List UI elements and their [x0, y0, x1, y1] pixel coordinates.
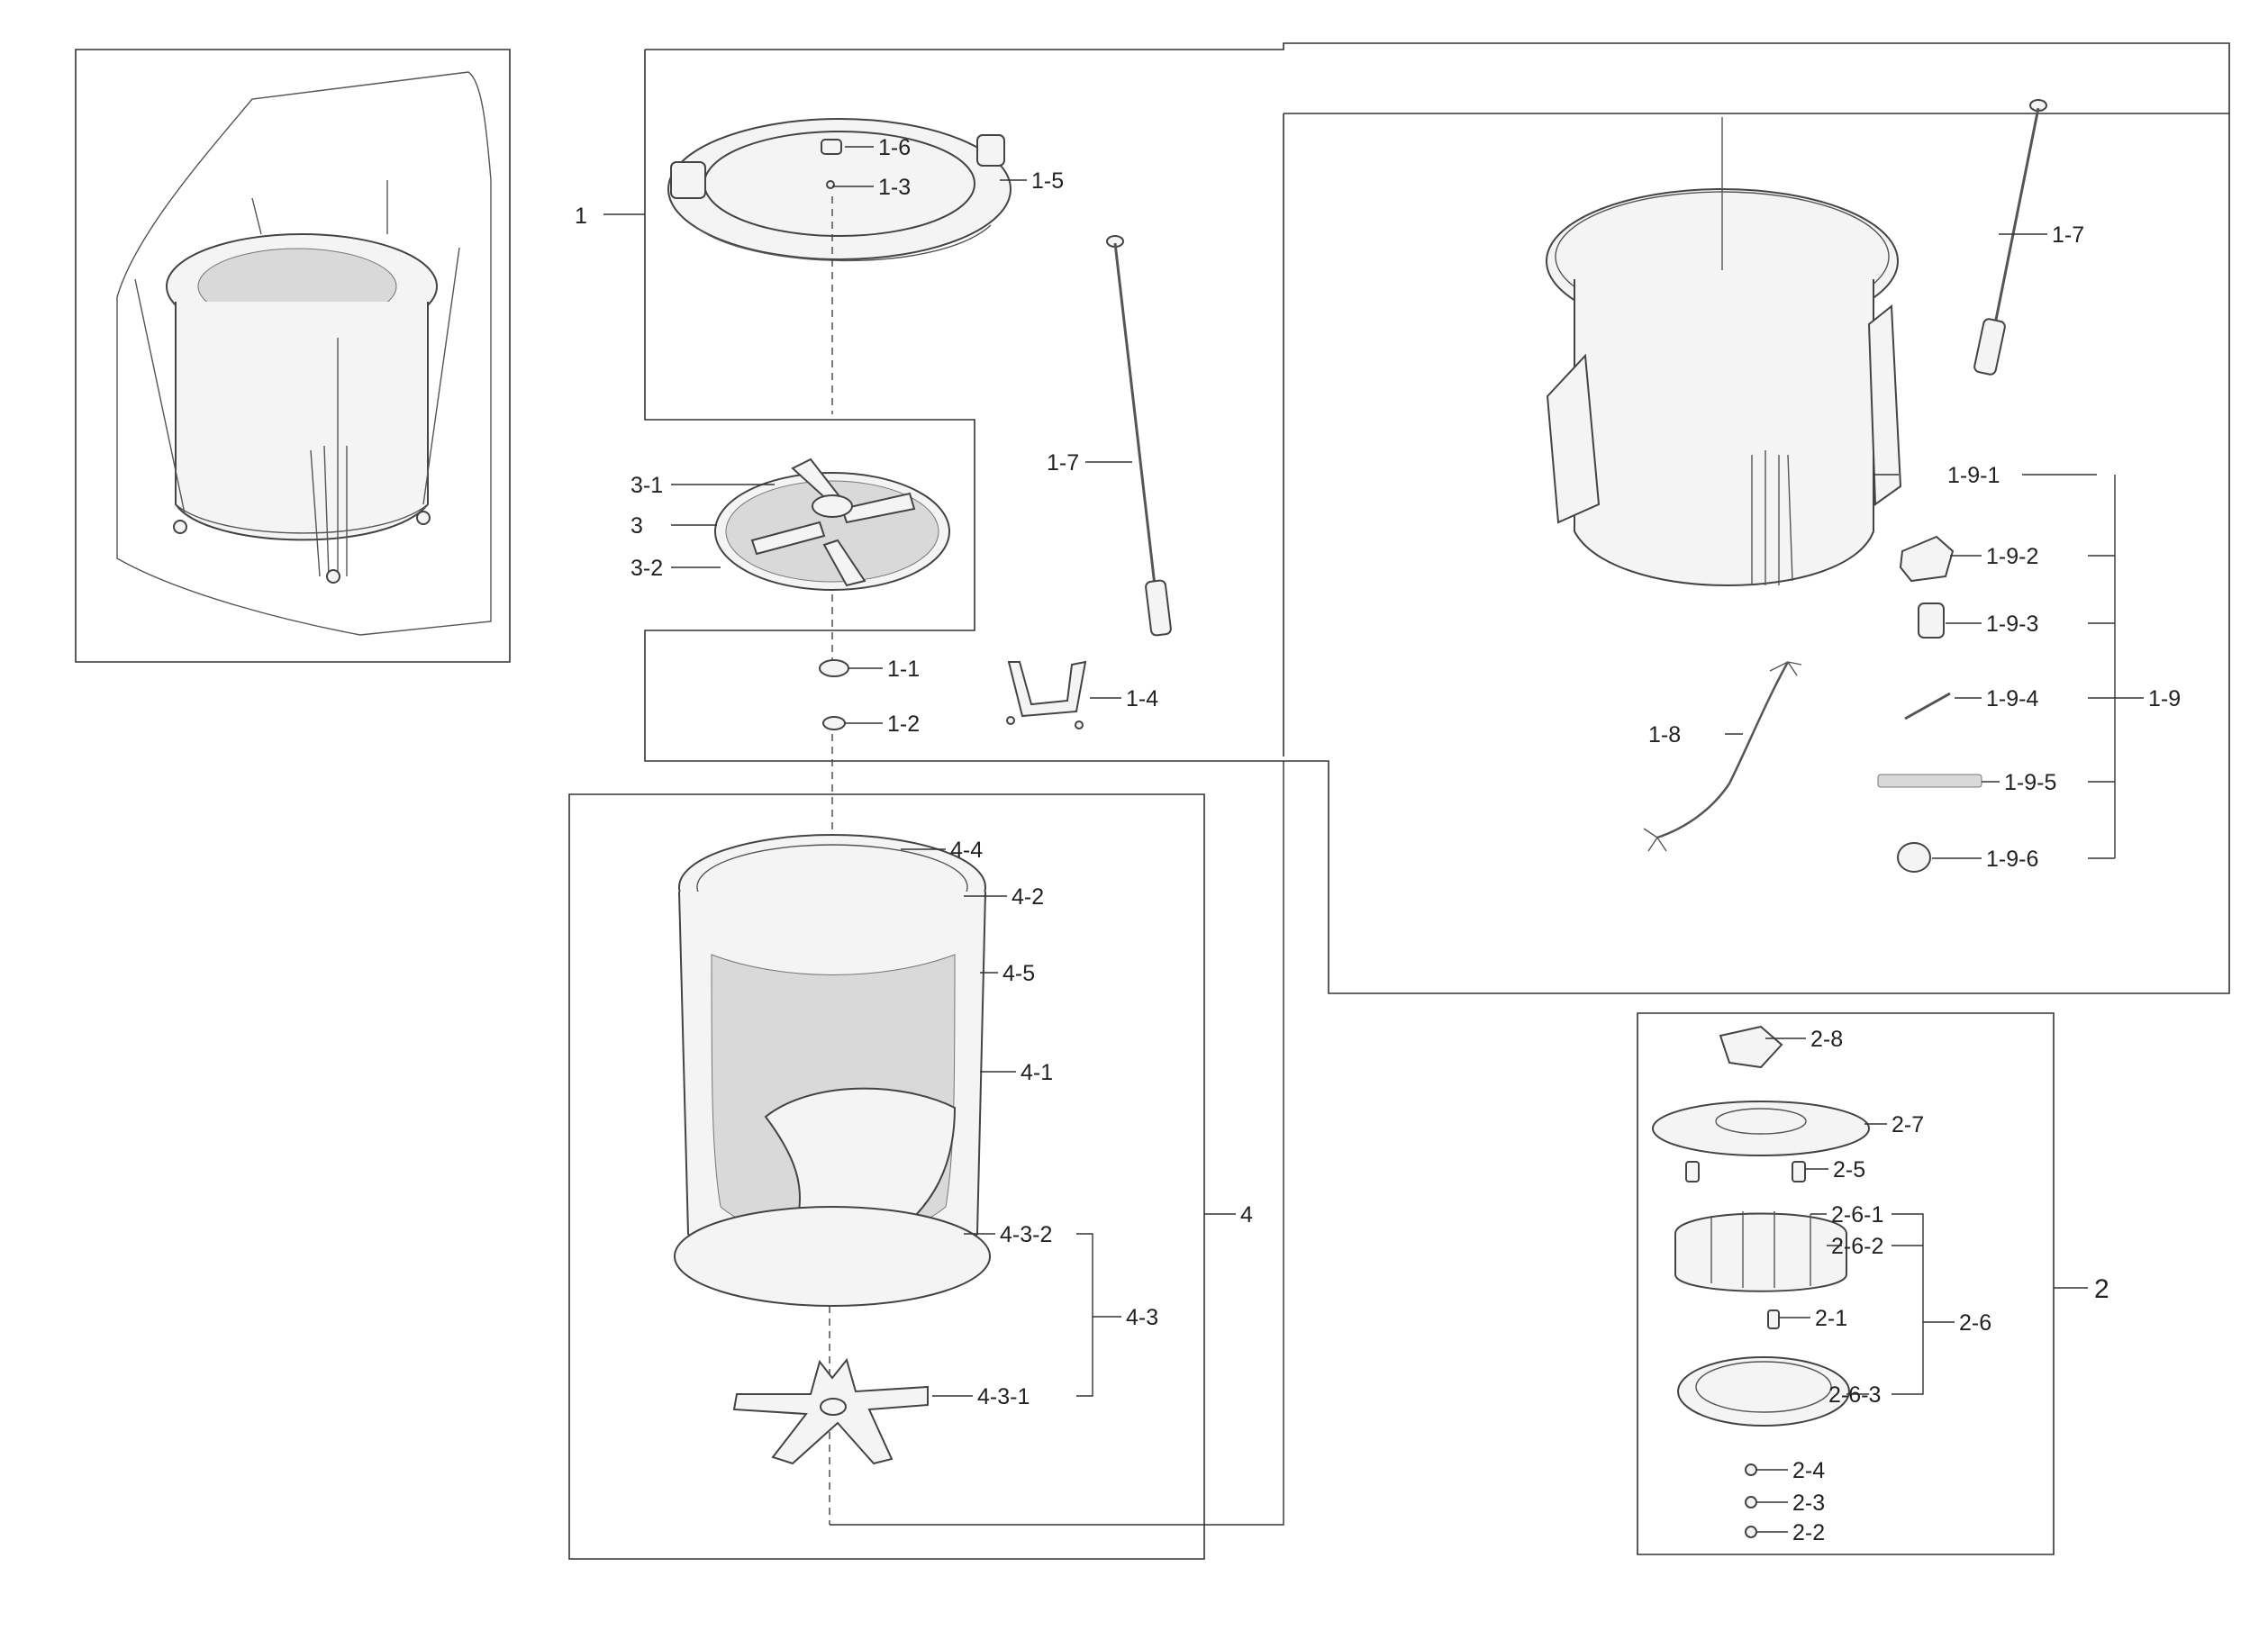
outer-tub-icon: [1546, 117, 1902, 586]
filter-strip-icon: [1877, 774, 1982, 788]
stator-icon: [1674, 1212, 1847, 1292]
label-3-1: 3-1: [631, 473, 663, 498]
label-1-9-3: 1-9-3: [1986, 612, 2038, 637]
valve-icon: [1899, 535, 1955, 583]
label-2-6: 2-6: [1959, 1310, 1991, 1336]
label-1-9-4: 1-9-4: [1986, 686, 2038, 711]
label-1-2: 1-2: [887, 711, 920, 737]
suspension-rod-icon-right: [1973, 99, 2047, 376]
rotor-icon: [1677, 1356, 1850, 1427]
washer-icon: [822, 716, 846, 730]
group-2-outline: [1637, 1012, 2055, 1555]
label-2-6-1: 2-6-1: [1831, 1202, 1883, 1228]
label-2: 2: [2094, 1274, 2109, 1304]
wire-harness-icon: [1643, 661, 1802, 852]
label-2-6-2: 2-6-2: [1831, 1234, 1883, 1259]
label-1-9-1: 1-9-1: [1947, 463, 2000, 488]
label-1-6: 1-6: [878, 135, 911, 160]
label-1-7-right: 1-7: [2052, 222, 2084, 248]
label-4-1: 4-1: [1021, 1060, 1053, 1085]
label-4-5: 4-5: [1002, 961, 1035, 986]
label-1-1: 1-1: [887, 657, 920, 682]
spin-flange-icon: [732, 1357, 929, 1465]
label-2-2: 2-2: [1792, 1520, 1825, 1545]
label-4-2: 4-2: [1012, 884, 1044, 910]
suspension-rod-icon: [1106, 235, 1172, 637]
cap-icon: [1897, 842, 1931, 873]
motor-assembly-icon: [1652, 1025, 1870, 1538]
label-4-3-2: 4-3-2: [1000, 1222, 1052, 1247]
label-2-8: 2-8: [1810, 1027, 1843, 1052]
tub-cover-icon: [667, 118, 1012, 262]
label-1-3: 1-3: [878, 175, 911, 200]
inner-basket-icon: [674, 834, 991, 1307]
washer-overview-icon: [116, 71, 492, 636]
label-2-4: 2-4: [1792, 1458, 1825, 1483]
label-2-3: 2-3: [1792, 1490, 1825, 1516]
label-1-9: 1-9: [2148, 686, 2181, 711]
bolt-icon: [1685, 1161, 1700, 1182]
label-3: 3: [631, 513, 643, 539]
label-1-9-6: 1-9-6: [1986, 847, 2038, 872]
group-1-outline: [644, 42, 2230, 994]
label-1-9-2: 1-9-2: [1986, 544, 2038, 569]
label-1-4: 1-4: [1126, 686, 1158, 711]
label-1-9-5: 1-9-5: [2004, 770, 2056, 795]
label-1: 1: [575, 204, 587, 229]
label-2-5: 2-5: [1833, 1157, 1865, 1182]
bearing-housing-icon: [1652, 1101, 1870, 1156]
part-labels: 1 1-6 1-3 1-5 3-1 3 3-2 1-7 1-1 1-2 1-4 …: [575, 135, 2181, 1545]
label-1-5: 1-5: [1031, 168, 1064, 194]
sensor-cap-icon: [1719, 1025, 1783, 1069]
label-4-3: 4-3: [1126, 1305, 1158, 1330]
label-2-1: 2-1: [1815, 1306, 1847, 1331]
sensor-icon: [1918, 603, 1945, 639]
hose-small-icon: [1904, 692, 1951, 720]
label-1-8: 1-8: [1648, 722, 1681, 748]
nut-icon: [819, 659, 849, 677]
label-2-7: 2-7: [1892, 1112, 1924, 1137]
group-4-outline: [568, 793, 1205, 1560]
label-1-7-left: 1-7: [1047, 450, 1079, 476]
label-2-6-3: 2-6-3: [1828, 1382, 1881, 1408]
label-4: 4: [1240, 1202, 1253, 1228]
label-4-4: 4-4: [950, 838, 983, 863]
label-3-2: 3-2: [631, 556, 663, 581]
bracket-icon: [1006, 660, 1087, 729]
pulsator-icon: [714, 458, 950, 591]
label-4-3-1: 4-3-1: [977, 1384, 1030, 1409]
leader-lines: [603, 146, 2144, 1533]
overview-panel: [75, 49, 511, 663]
